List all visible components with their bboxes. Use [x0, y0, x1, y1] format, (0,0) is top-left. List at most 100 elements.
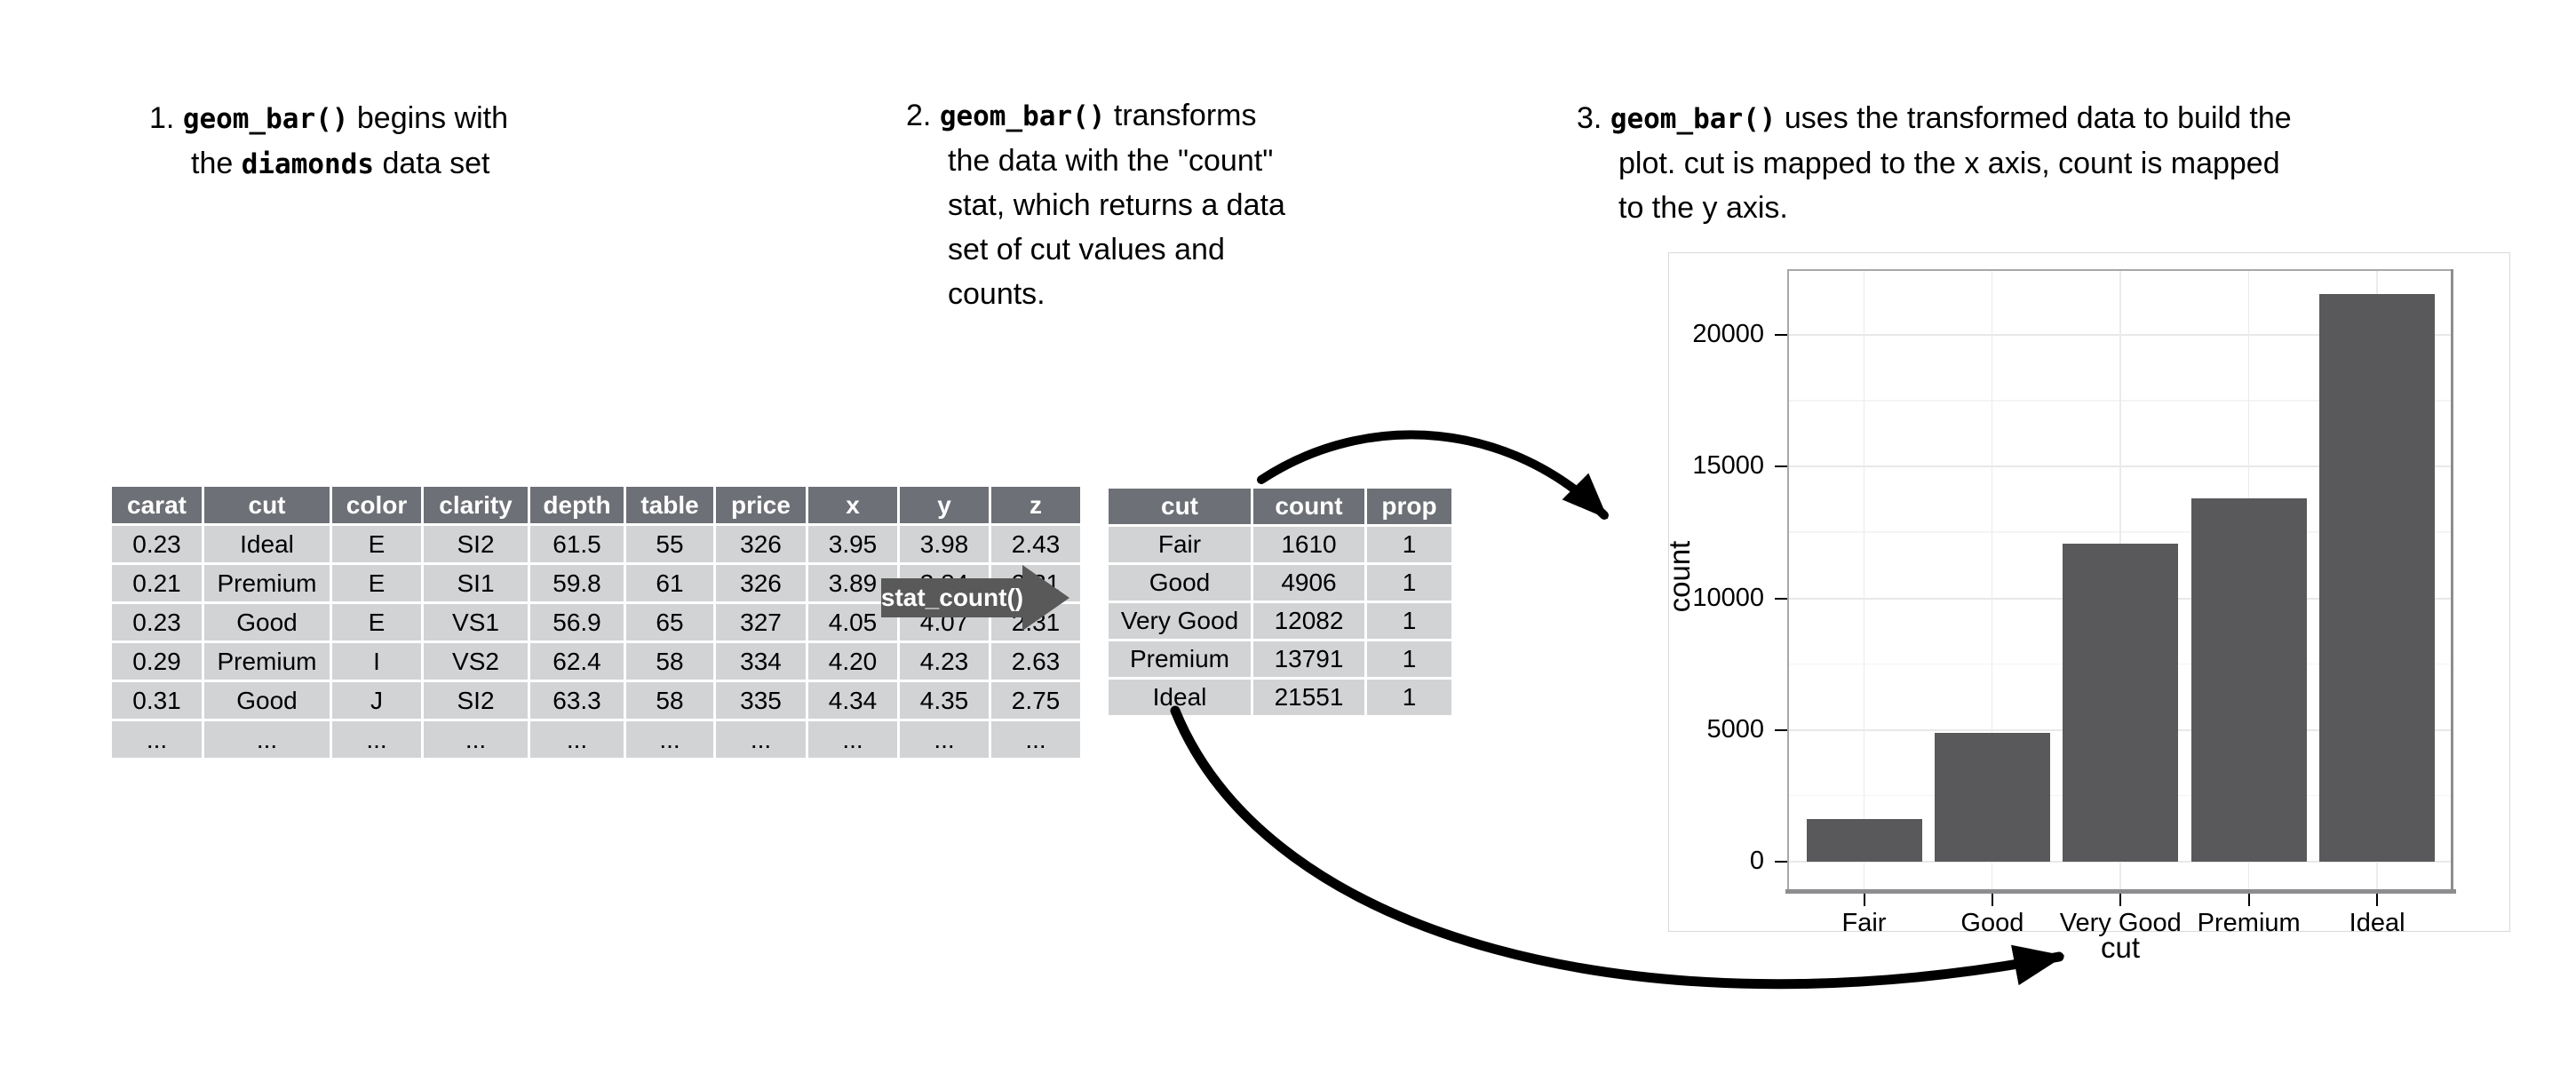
column-header: y [900, 487, 989, 523]
table-cell: 335 [716, 682, 806, 719]
y-axis-tick [1775, 597, 1787, 600]
x-axis-tick [2119, 894, 2122, 906]
table-cell: 0.21 [112, 565, 202, 601]
x-axis-tick-label: Premium [2197, 909, 2301, 937]
table-cell: 1 [1367, 680, 1451, 715]
table-cell: ... [112, 721, 202, 758]
x-axis-tick-label: Good [1960, 909, 2024, 937]
plain-text: set of cut values and [948, 233, 1225, 266]
x-axis-tick-label: Fair [1841, 909, 1887, 937]
table-cell: 4.35 [900, 682, 989, 719]
table-cell: 55 [626, 526, 713, 562]
table-cell: SI2 [424, 682, 528, 719]
x-axis-title: cut [2100, 931, 2141, 964]
plain-text: 1. [149, 101, 183, 135]
column-header: color [332, 487, 421, 523]
table-cell: 4.20 [808, 643, 897, 680]
plain-text: transforms [1105, 99, 1257, 132]
table-cell: E [332, 565, 421, 601]
code-text: geom_bar() [1610, 103, 1777, 135]
stat-count-arrowhead-icon [1022, 565, 1069, 631]
column-header: price [716, 487, 806, 523]
annotation-line: counts. [906, 272, 1285, 316]
plain-text: 3. [1577, 101, 1610, 135]
table-cell: 21551 [1253, 680, 1364, 715]
table-cell: 4906 [1253, 565, 1364, 601]
annotation-line: the data with the "count" [906, 139, 1285, 183]
table-cell: 58 [626, 682, 713, 719]
y-axis-tick-label: 20000 [1692, 320, 1764, 348]
table-cell: 4.23 [900, 643, 989, 680]
table-cell: Ideal [204, 526, 330, 562]
y-axis-tick [1775, 465, 1787, 468]
panel-border-bottom [1785, 889, 2456, 894]
plain-text: counts. [948, 277, 1046, 311]
table-cell: Fair [1109, 527, 1251, 562]
table-cell: 1 [1367, 641, 1451, 677]
annotation-step-3: 3. geom_bar() uses the transformed data … [1577, 96, 2292, 230]
annotation-line: stat, which returns a data [906, 183, 1285, 227]
table-cell: 65 [626, 604, 713, 640]
annotation-line: 1. geom_bar() begins with [149, 96, 508, 141]
annotation-line: to the y axis. [1577, 186, 2292, 230]
table-cell: Very Good [1109, 603, 1251, 639]
chart-frame [1668, 252, 2510, 932]
y-axis-tick-label: 10000 [1692, 583, 1764, 612]
plain-text: plot. cut is mapped to the x axis, count… [1618, 147, 2280, 180]
table-cell: 13791 [1253, 641, 1364, 677]
gridline-vertical [1991, 269, 1993, 889]
plain-text: the [191, 147, 242, 180]
column-header: prop [1367, 489, 1451, 524]
panel-border-left [1787, 269, 1789, 889]
table-cell: 2.43 [991, 526, 1080, 562]
table-cell: 0.23 [112, 526, 202, 562]
x-axis-tick [2376, 894, 2379, 906]
y-axis-tick-label: 0 [1749, 847, 1764, 875]
annotation-line: plot. cut is mapped to the x axis, count… [1577, 141, 2292, 186]
table-cell: ... [530, 721, 624, 758]
table-cell: 12082 [1253, 603, 1364, 639]
table-cell: 2.63 [991, 643, 1080, 680]
table-cell: Premium [204, 643, 330, 680]
x-axis-tick [1863, 894, 1865, 906]
column-header: depth [530, 487, 624, 523]
table-cell: VS2 [424, 643, 528, 680]
column-header: cut [1109, 489, 1251, 524]
table-cell: SI1 [424, 565, 528, 601]
table-cell: 326 [716, 565, 806, 601]
table-cell: 56.9 [530, 604, 624, 640]
table-cell: 3.95 [808, 526, 897, 562]
code-text: diamonds [241, 148, 375, 180]
x-axis-tick [2247, 894, 2250, 906]
table-cell: 61.5 [530, 526, 624, 562]
table-cell: E [332, 604, 421, 640]
table-cell: ... [716, 721, 806, 758]
table-cell: Good [204, 604, 330, 640]
table-cell: ... [332, 721, 421, 758]
table-cell: SI2 [424, 526, 528, 562]
plain-text: data set [374, 147, 490, 180]
annotation-line: the diamonds data set [149, 141, 508, 187]
table-cell: 63.3 [530, 682, 624, 719]
table-row: .............................. [112, 721, 1080, 758]
table-cell: ... [626, 721, 713, 758]
table-cell: Premium [204, 565, 330, 601]
column-header: z [991, 487, 1080, 523]
table-cell: 1 [1367, 603, 1451, 639]
column-header: clarity [424, 487, 528, 523]
plain-text: uses the transformed data to build the [1776, 101, 2292, 135]
column-header: x [808, 487, 897, 523]
table-cell: Premium [1109, 641, 1251, 677]
y-axis-tick [1775, 728, 1787, 731]
table-cell: VS1 [424, 604, 528, 640]
annotation-line: 2. geom_bar() transforms [906, 93, 1285, 139]
table-cell: 1 [1367, 527, 1451, 562]
